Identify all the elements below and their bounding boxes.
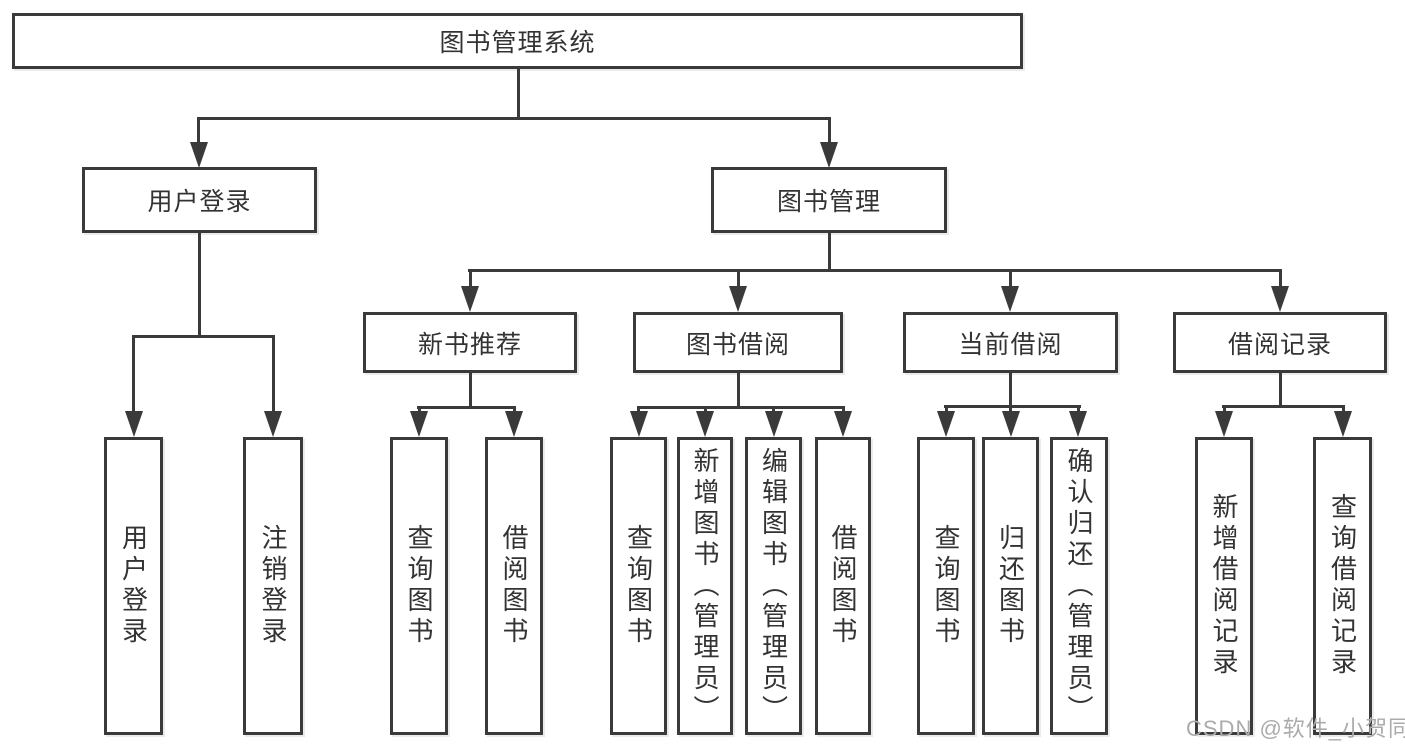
connector-bookborrow-drop-3 xyxy=(772,406,775,414)
connector-currentborrow-hline xyxy=(944,405,1081,408)
connector-bookborrow-stem xyxy=(737,373,740,408)
node-new-book-recommendation: 新书推荐 xyxy=(363,312,577,373)
arrowhead-down-icon xyxy=(190,142,208,168)
leaf-borrow-books-recommend: 借阅图书 xyxy=(485,437,543,735)
connector-userlogin-hline xyxy=(132,335,275,338)
connector-userlogin-drop-2 xyxy=(272,335,275,413)
watermark-text: CSDN @软件_小贺同学 xyxy=(1186,716,1405,741)
connector-borrowrecords-stem xyxy=(1279,373,1282,408)
leaf-query-books-current: 查询图书 xyxy=(917,437,975,735)
leaf-return-books: 归还图书 xyxy=(982,437,1039,735)
arrowhead-down-icon xyxy=(1001,286,1019,312)
connector-newbooks-hline xyxy=(417,406,516,409)
node-library-management-system: 图书管理系统 xyxy=(12,13,1023,69)
connector-bookborrow-drop-1 xyxy=(637,406,640,414)
connector-currentborrow-drop-2 xyxy=(1009,405,1012,414)
connector-bookborrow-hline xyxy=(637,406,845,409)
leaf-user-login: 用户登录 xyxy=(104,437,163,735)
connector-bookmgmt-drop-3 xyxy=(1009,269,1012,289)
arrowhead-down-icon xyxy=(1271,286,1289,312)
arrowhead-down-icon xyxy=(125,411,143,437)
connector-currentborrow-drop-3 xyxy=(1077,405,1080,414)
connector-borrowrecords-drop-2 xyxy=(1342,405,1345,414)
leaf-logout-login: 注销登录 xyxy=(243,437,303,735)
connector-bookborrow-drop-2 xyxy=(704,406,707,414)
arrowhead-down-icon xyxy=(1215,411,1233,437)
connector-bookmgmt-drop-2 xyxy=(737,269,740,289)
connector-borrowrecords-drop-1 xyxy=(1223,405,1226,414)
leaf-add-books-admin: 新增图书（管理员） xyxy=(677,437,733,735)
node-borrowing-records: 借阅记录 xyxy=(1173,312,1387,373)
arrowhead-down-icon xyxy=(696,411,714,437)
arrowhead-down-icon xyxy=(410,411,428,437)
connector-currentborrow-stem xyxy=(1009,373,1012,408)
arrowhead-down-icon xyxy=(765,411,783,437)
connector-root-drop-right xyxy=(828,117,831,144)
leaf-query-books-recommend: 查询图书 xyxy=(390,437,448,735)
connector-userlogin-drop-1 xyxy=(132,335,135,413)
node-user-login: 用户登录 xyxy=(82,167,317,233)
leaf-query-borrow-record: 查询借阅记录 xyxy=(1313,437,1372,735)
arrowhead-down-icon xyxy=(505,411,523,437)
node-book-borrowing: 图书借阅 xyxy=(633,312,843,373)
connector-borrowrecords-hline xyxy=(1222,405,1345,408)
arrowhead-down-icon xyxy=(1334,411,1352,437)
connector-newbooks-drop-1 xyxy=(418,406,421,414)
connector-newbooks-stem xyxy=(469,373,472,408)
arrowhead-down-icon xyxy=(937,411,955,437)
connector-bookmgmt-hline xyxy=(468,269,1281,272)
leaf-edit-books-admin: 编辑图书（管理员） xyxy=(745,437,802,735)
leaf-borrow-books: 借阅图书 xyxy=(815,437,871,735)
leaf-confirm-return-admin: 确认归还（管理员） xyxy=(1050,437,1108,735)
connector-root-drop-left xyxy=(197,117,200,144)
arrowhead-down-icon xyxy=(834,411,852,437)
arrowhead-down-icon xyxy=(461,286,479,312)
connector-bookmgmt-stem xyxy=(828,233,831,272)
leaf-query-books-borrow: 查询图书 xyxy=(610,437,667,735)
arrowhead-down-icon xyxy=(264,411,282,437)
leaf-add-borrow-record: 新增借阅记录 xyxy=(1195,437,1253,735)
connector-bookmgmt-drop-1 xyxy=(469,269,472,289)
arrowhead-down-icon xyxy=(1069,411,1087,437)
connector-newbooks-drop-2 xyxy=(513,406,516,414)
arrowhead-down-icon xyxy=(630,411,648,437)
connector-bookborrow-drop-4 xyxy=(842,406,845,414)
connector-root-stem xyxy=(517,68,520,120)
node-current-borrowing: 当前借阅 xyxy=(903,312,1118,373)
node-book-management: 图书管理 xyxy=(711,167,947,233)
connector-currentborrow-drop-1 xyxy=(945,405,948,414)
arrowhead-down-icon xyxy=(729,286,747,312)
arrowhead-down-icon xyxy=(1002,411,1020,437)
connector-userlogin-stem xyxy=(198,233,201,338)
connector-bookmgmt-drop-4 xyxy=(1279,269,1282,289)
arrowhead-down-icon xyxy=(820,142,838,168)
connector-root-hline xyxy=(197,117,831,120)
